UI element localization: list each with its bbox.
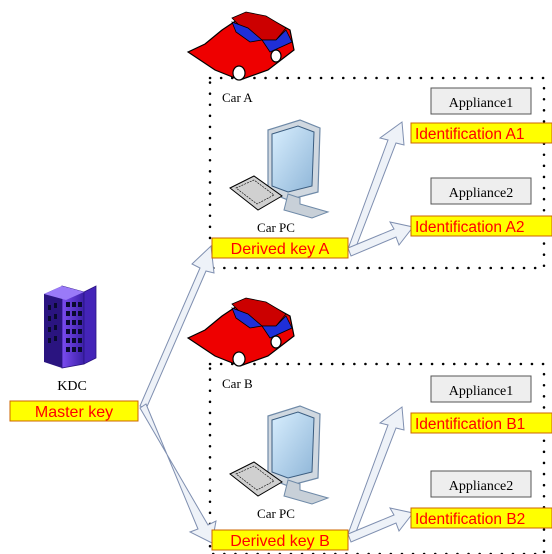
arrow-derived-a-to-id-a1 xyxy=(347,121,405,253)
car-icon xyxy=(186,297,295,367)
appliance-b2-box xyxy=(430,470,532,498)
kdc-label: KDC xyxy=(57,379,87,394)
arrow-master-to-derived-b xyxy=(139,403,217,544)
car-b-label: Car B xyxy=(222,376,253,391)
computer-icon xyxy=(229,119,330,219)
appliance-a1-label: Appliance1 xyxy=(449,96,514,111)
arrows xyxy=(139,121,414,544)
car-a-pc-label: Car PC xyxy=(257,220,295,235)
identification-b1-box xyxy=(410,412,552,434)
appliance-a2-box xyxy=(430,177,532,205)
appliance-b2-label: Appliance2 xyxy=(449,479,514,494)
derived-key-b-label: Derived key B xyxy=(230,533,330,550)
car-icon xyxy=(186,11,295,81)
identification-b2-box xyxy=(410,507,552,529)
appliance-b1-box xyxy=(430,375,532,403)
appliance-a1-box xyxy=(430,87,532,115)
identification-b2-label: Identification B2 xyxy=(415,511,525,528)
car-a-label: Car A xyxy=(222,90,253,105)
identification-a2-box xyxy=(410,215,552,237)
identification-b1-label: Identification B1 xyxy=(415,416,525,433)
computer-icon xyxy=(229,405,330,505)
arrow-derived-a-to-id-a2 xyxy=(347,221,414,257)
arrow-master-to-derived-a xyxy=(139,244,215,410)
appliance-b1-label: Appliance1 xyxy=(449,384,514,399)
identification-a1-label: Identification A1 xyxy=(415,126,524,143)
master-key-label: Master key xyxy=(35,404,113,421)
identification-a1-box xyxy=(410,122,552,144)
derived-key-a-label: Derived key A xyxy=(231,241,330,258)
identification-a2-label: Identification A2 xyxy=(415,219,524,236)
car-b-pc-label: Car PC xyxy=(257,506,295,521)
arrow-derived-b-to-id-b1 xyxy=(347,406,405,538)
car-a-group-border xyxy=(208,76,546,270)
building-icon xyxy=(44,285,97,369)
arrow-derived-b-to-id-b2 xyxy=(347,507,414,543)
appliance-a2-label: Appliance2 xyxy=(449,186,514,201)
derived-key-b-box xyxy=(211,529,349,551)
master-key-box xyxy=(9,400,139,422)
car-b-group-border xyxy=(208,362,546,554)
derived-key-a-box xyxy=(211,237,349,259)
